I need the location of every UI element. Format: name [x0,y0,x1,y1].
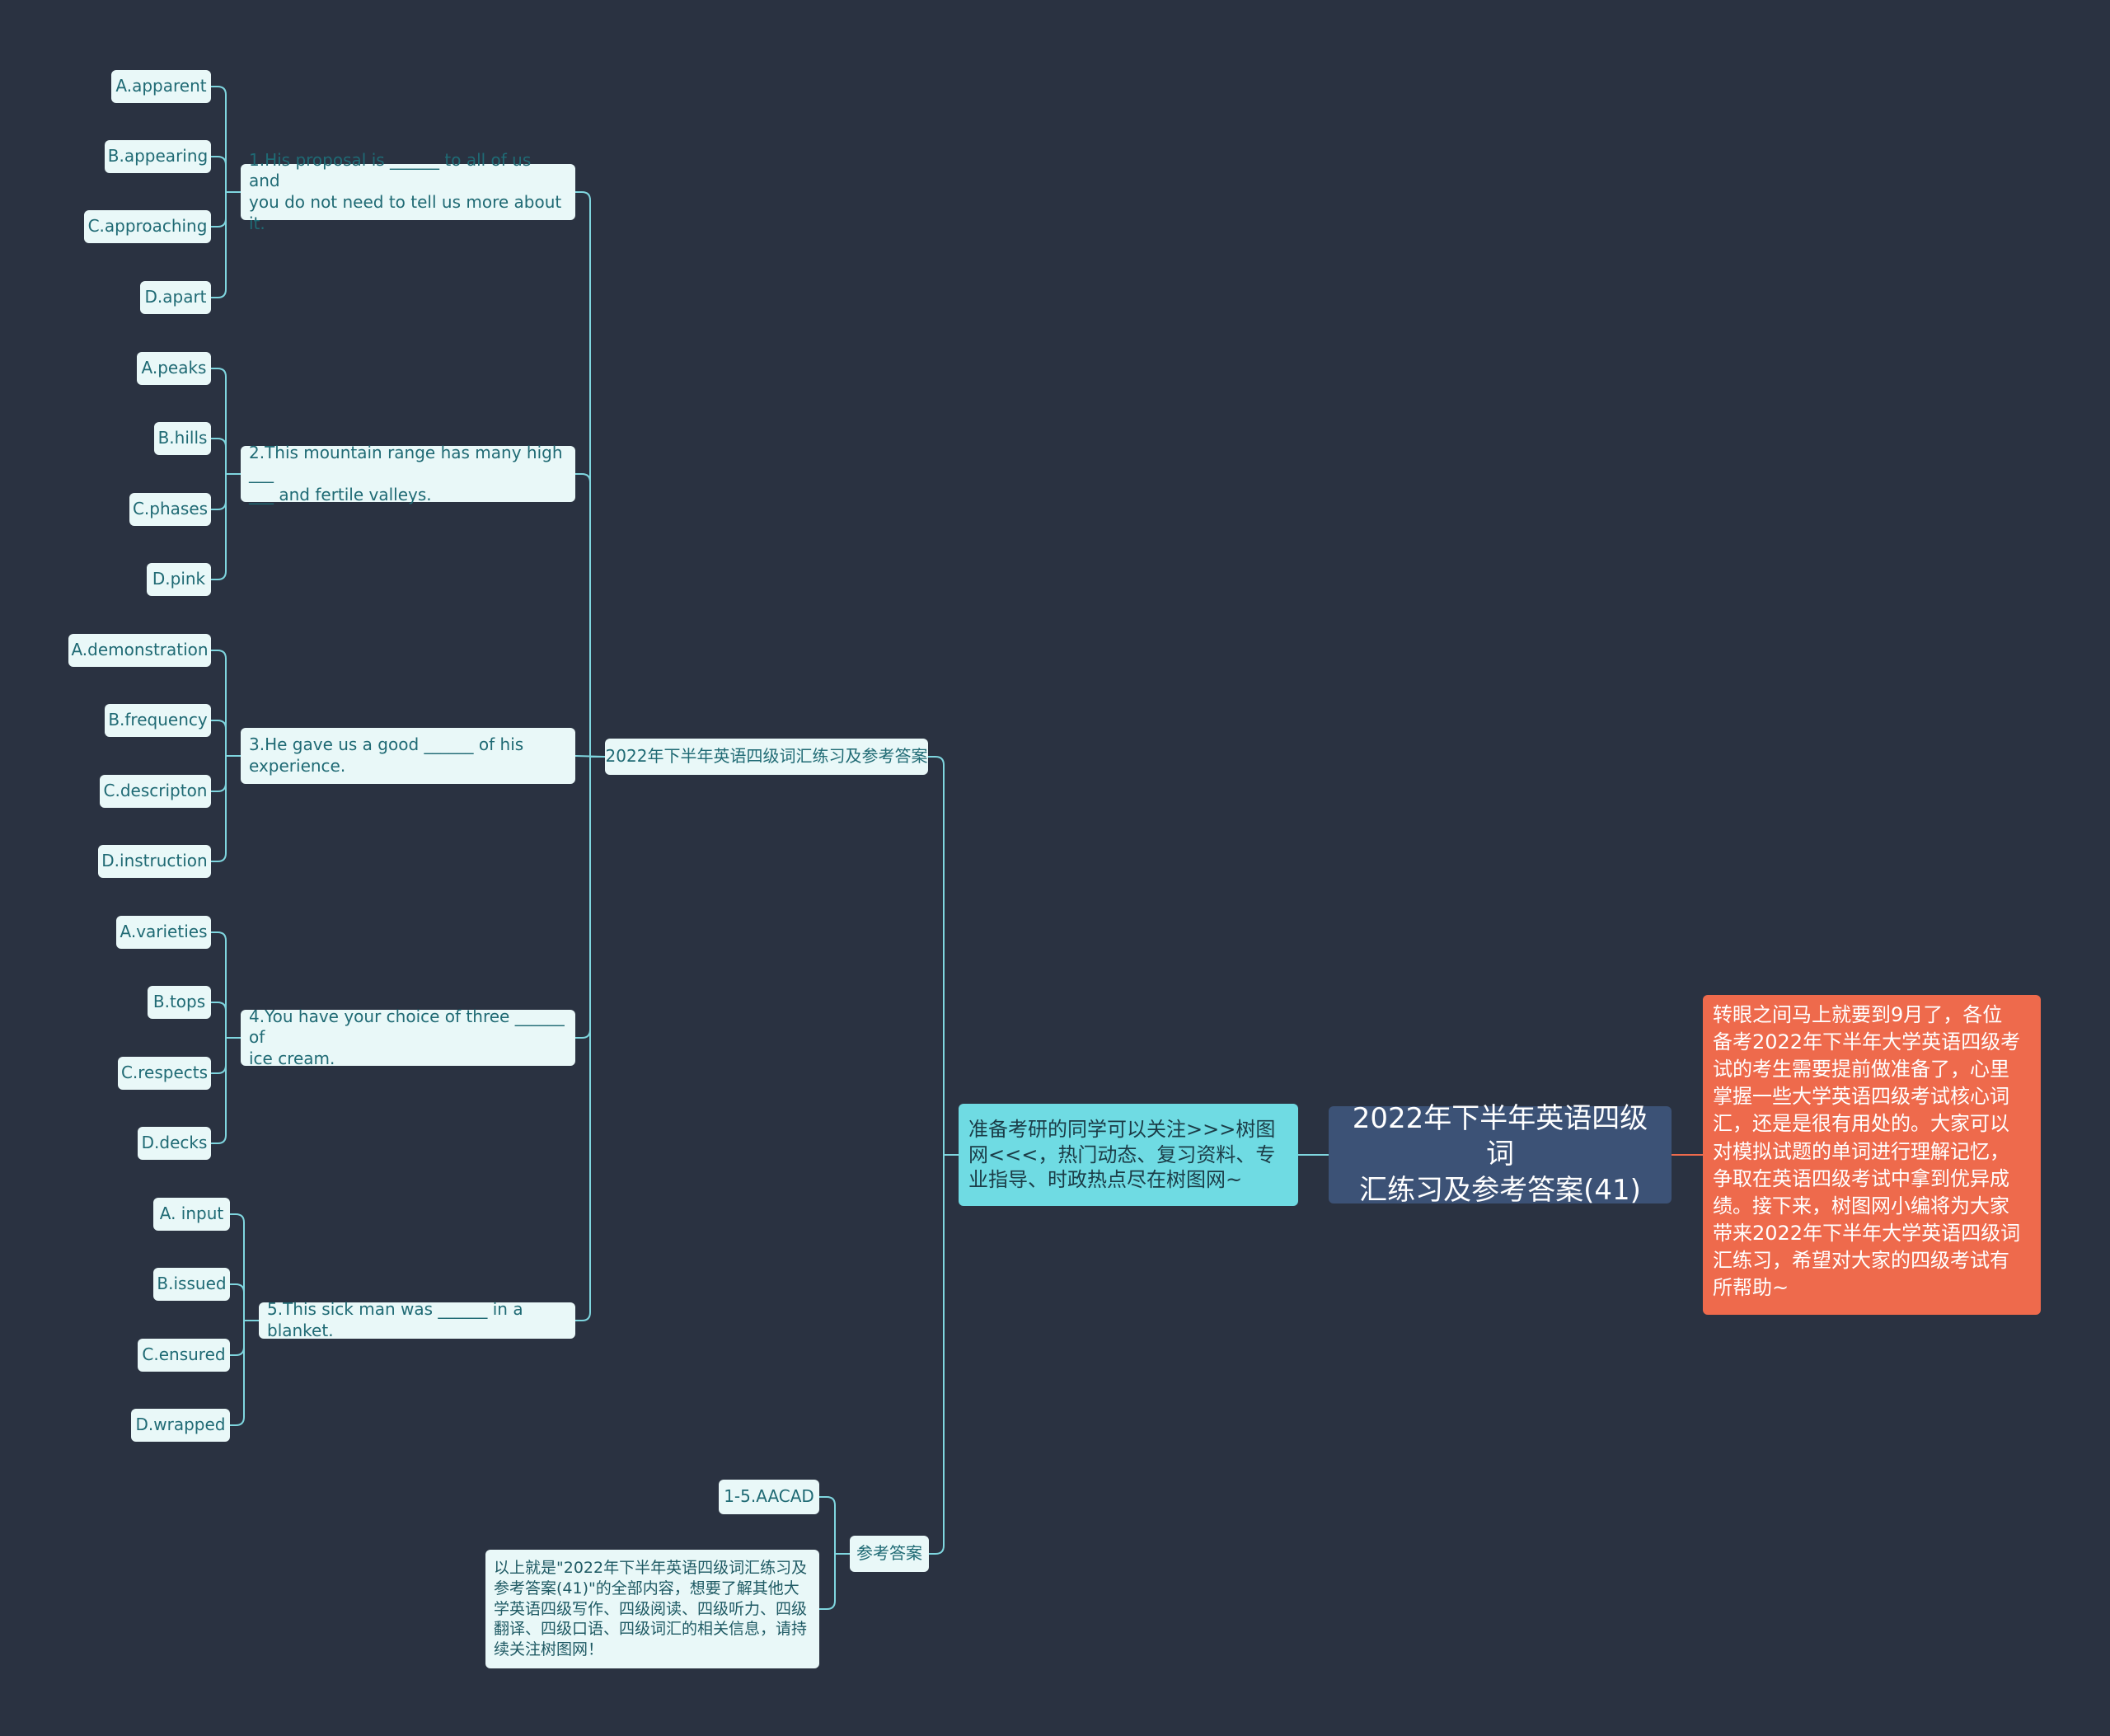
link-answers-note [819,1553,850,1610]
link-q4-opt-a [211,931,241,1039]
question-1-option-c[interactable]: C.approaching [84,210,211,243]
link-q4-opt-d [211,1037,241,1144]
link-q5-opt-a [230,1213,259,1321]
question-3-option-c[interactable]: C.descripton [100,775,211,808]
question-4-option-c[interactable]: C.respects [118,1057,211,1090]
link-cta-section-practice [928,756,959,1156]
question-2-option-a[interactable]: A.peaks [137,352,211,385]
answer-key[interactable]: 1-5.AACAD [719,1480,819,1514]
link-q1-opt-b [211,156,241,193]
root-topic[interactable]: 2022年下半年英语四级词 汇练习及参考答案(41) [1329,1102,1672,1207]
link-q3-opt-d [211,755,241,862]
link-answers-key [819,1496,850,1555]
link-q3-opt-a [211,650,241,757]
link-q3-opt-b [211,720,241,757]
question-2[interactable]: 2.This mountain range has many high ___ … [241,443,575,504]
question-3-option-d[interactable]: D.instruction [98,845,211,878]
question-3-option-b[interactable]: B.frequency [105,704,211,737]
section-answers[interactable]: 参考答案 [850,1536,929,1572]
link-q5-opt-b [230,1283,259,1321]
link-q1-opt-d [211,191,241,298]
question-3[interactable]: 3.He gave us a good ______ of his experi… [241,728,575,784]
link-q2-opt-d [211,473,241,580]
intro-text-node[interactable]: 转眼之间马上就要到9月了，各位 备考2022年下半年大学英语四级考 试的考生需要… [1703,995,2041,1315]
question-4-option-a[interactable]: A.varieties [116,916,211,949]
question-5[interactable]: 5.This sick man was ______ in a blanket. [259,1299,575,1340]
follow-tip-node[interactable]: 准备考研的同学可以关注>>>树图 网<<<，热门动态、复习资料、专 业指导、时政… [959,1104,1298,1206]
question-2-option-c[interactable]: C.phases [129,493,211,526]
link-q2-opt-b [211,438,241,475]
question-4-option-d[interactable]: D.decks [138,1127,211,1160]
link-section-question-1 [575,191,605,758]
question-4-option-b[interactable]: B.tops [148,986,211,1019]
answer-note[interactable]: 以上就是"2022年下半年英语四级词汇练习及 参考答案(41)"的全部内容，想要… [485,1550,819,1668]
question-1-option-b[interactable]: B.appearing [105,140,211,173]
question-1-option-a[interactable]: A.apparent [111,70,211,103]
question-5-option-a[interactable]: A. input [153,1198,230,1231]
section-practice[interactable]: 2022年下半年英语四级词汇练习及参考答案 [605,739,928,775]
question-1-option-d[interactable]: D.apart [140,281,211,314]
question-5-option-b[interactable]: B.issued [153,1268,230,1301]
link-q4-opt-b [211,1002,241,1039]
question-3-option-a[interactable]: A.demonstration [68,634,211,667]
question-1[interactable]: 1.His proposal is ______ to all of us an… [241,150,575,233]
question-5-option-c[interactable]: C.ensured [138,1339,230,1372]
link-q5-opt-d [230,1320,259,1426]
question-5-option-d[interactable]: D.wrapped [131,1409,230,1442]
link-section-question-2 [575,473,605,758]
question-2-option-b[interactable]: B.hills [154,422,211,455]
link-q1-opt-a [211,86,241,193]
link-q2-opt-a [211,368,241,475]
question-4[interactable]: 4.You have your choice of three ______ o… [241,1006,575,1068]
question-2-option-d[interactable]: D.pink [147,563,211,596]
link-section-question-5 [575,756,605,1321]
link-cta-section-answers [929,1154,959,1555]
